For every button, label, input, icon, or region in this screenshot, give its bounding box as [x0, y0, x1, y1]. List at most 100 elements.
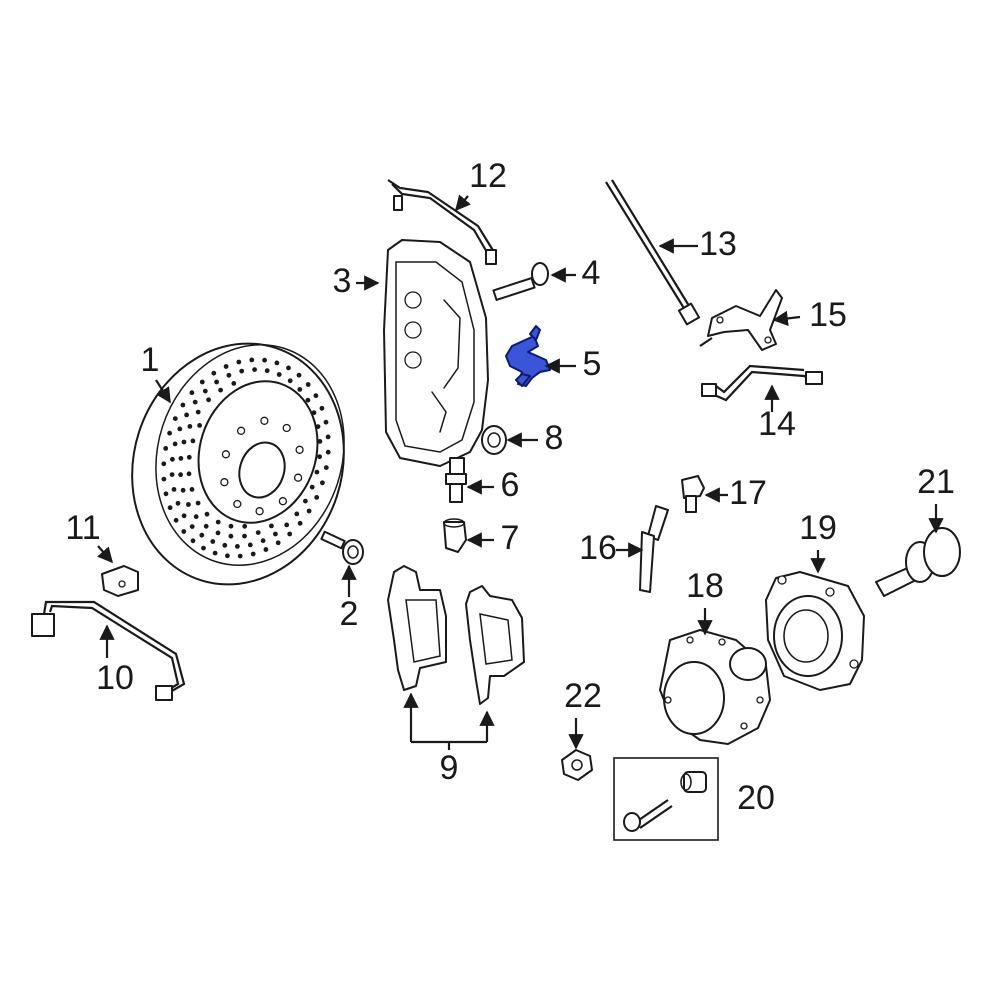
rotor-drill-hole	[161, 461, 167, 467]
callout-4: 4	[582, 254, 601, 292]
rotor-drill-hole	[189, 390, 195, 396]
rotor-drill-hole	[311, 410, 317, 416]
rotor-hat-hole	[255, 507, 264, 516]
brake-line-lower	[701, 364, 823, 402]
wheel-bearing	[765, 571, 865, 691]
callout-18: 18	[686, 567, 724, 605]
rotor-drill-hole	[199, 532, 205, 538]
sensor-clip	[101, 565, 139, 597]
rotor-drill-hole	[180, 402, 186, 408]
rotor-drill-hole	[313, 393, 319, 399]
rotor-drill-hole	[186, 454, 192, 460]
callout-10: 10	[96, 659, 134, 697]
rotor-drill-hole	[215, 519, 221, 525]
rotor-drill-hole	[218, 387, 224, 393]
rotor-drill-hole	[177, 426, 183, 432]
rotor-hat-hole	[260, 416, 269, 425]
rotor-hat-hole	[221, 450, 231, 459]
caliper-seal	[481, 425, 507, 455]
rotor-drill-hole	[226, 372, 232, 378]
bolt-kit	[613, 757, 719, 841]
rotor-drill-hole	[210, 539, 216, 544]
callout-2: 2	[340, 595, 359, 633]
rotor-drill-hole	[202, 388, 208, 394]
rotor-drill-hole	[231, 381, 237, 386]
rotor-drill-hole	[314, 495, 320, 500]
rotor-drill-hole	[203, 523, 209, 529]
rotor-hat-hole	[236, 426, 246, 435]
rotor-drill-hole	[317, 439, 323, 444]
rotor-drill-hole	[305, 382, 311, 387]
rotor-drill-hole	[167, 505, 173, 511]
rotor-drill-hole	[211, 370, 217, 376]
rotor-drill-hole	[305, 397, 311, 403]
wheel-speed-sensor	[639, 505, 669, 593]
callout-16: 16	[579, 529, 617, 567]
axle-bolt	[875, 527, 961, 597]
rotor-drill-hole	[195, 500, 201, 506]
rotor-drill-hole	[170, 456, 175, 462]
rotor-drill-hole	[206, 397, 212, 403]
callout-1: 1	[141, 341, 160, 379]
callout-17: 17	[729, 474, 767, 512]
rotor-drill-hole	[193, 514, 199, 520]
bleeder-screw	[445, 457, 467, 503]
rotor-drill-hole	[263, 547, 269, 552]
rotor-hat-hole	[282, 423, 291, 433]
callout-7: 7	[501, 519, 520, 557]
rotor-drill-hole	[306, 508, 312, 514]
rotor-drill-hole	[195, 409, 201, 415]
caliper-bolt	[492, 262, 549, 301]
lug-nut	[561, 749, 593, 781]
rotor-drill-hole	[199, 379, 205, 385]
sensor-bolt	[681, 475, 705, 513]
rotor-drill-hole	[192, 399, 198, 405]
rotor-drill-hole	[247, 542, 253, 548]
rotor-drill-hole	[178, 472, 184, 478]
rotor-drill-hole	[189, 524, 195, 529]
rotor-drill-hole	[222, 542, 228, 548]
brake-hose-upper	[387, 179, 497, 265]
rotor-drill-hole	[225, 553, 230, 559]
rotor-drill-hole	[163, 446, 169, 451]
rotor-drill-hole	[264, 368, 270, 374]
brake-rotor	[131, 342, 345, 586]
rotor-drill-hole	[197, 423, 203, 428]
callout-21: 21	[917, 463, 955, 501]
rotor-drill-hole	[161, 476, 167, 482]
wheel-hub	[659, 629, 771, 745]
rotor-drill-hole	[171, 487, 177, 492]
rotor-hat-hole	[220, 478, 229, 487]
callout-13: 13	[699, 225, 737, 263]
rotor-drill-hole	[287, 531, 293, 537]
rotor-drill-hole	[187, 424, 193, 429]
rotor-drill-hole	[269, 523, 274, 529]
rotor-hat-hole	[295, 445, 304, 454]
leader-lines	[97, 194, 944, 750]
brake-pads	[387, 565, 525, 705]
rotor-drill-hole	[181, 513, 187, 519]
rotor-drill-hole	[276, 372, 282, 377]
rotor-drill-hole	[239, 368, 245, 374]
rotor-drill-hole	[184, 412, 190, 418]
rotor-drill-hole	[172, 441, 178, 447]
rotor-drill-hole	[242, 523, 248, 529]
rotor-drill-hole	[286, 365, 291, 371]
rotor-drill-hole	[255, 530, 261, 535]
rotor-drill-hole	[228, 533, 234, 539]
rotor-screw	[320, 530, 364, 565]
callout-9: 9	[440, 749, 459, 787]
rotor-drill-hole	[212, 550, 218, 556]
rotor-drill-hole	[204, 511, 210, 517]
rotor-drill-hole	[320, 480, 325, 486]
callout-20: 20	[737, 779, 775, 817]
rotor-drill-hole	[167, 430, 173, 436]
rotor-drill-hole	[186, 471, 192, 477]
rotor-drill-hole	[314, 469, 320, 475]
rotor-drill-hole	[201, 545, 206, 551]
rotor-drill-hole	[296, 372, 302, 378]
rotor-drill-hole	[237, 553, 243, 559]
callout-12: 12	[469, 157, 507, 195]
rotor-drill-hole	[172, 416, 178, 421]
